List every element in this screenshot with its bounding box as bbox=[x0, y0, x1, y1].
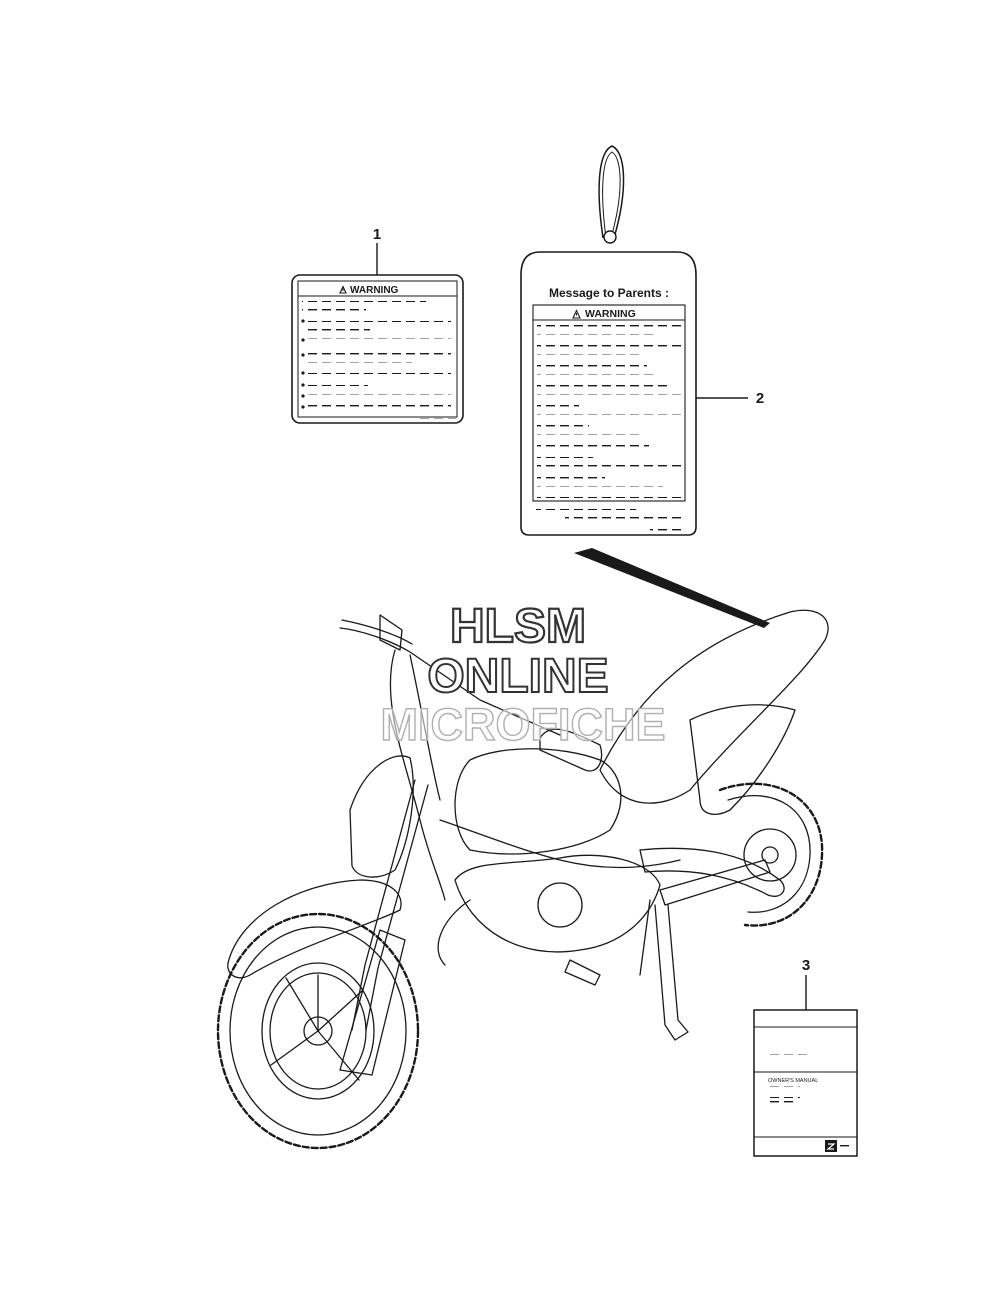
tag-string-loop bbox=[598, 145, 625, 239]
label-1-outline bbox=[291, 274, 464, 424]
rear-wheel-icon bbox=[718, 782, 824, 927]
tag-2-warning-frame bbox=[532, 304, 686, 502]
number-plate-icon bbox=[349, 755, 414, 878]
tag-string-inner bbox=[602, 151, 621, 239]
manual-model-line bbox=[770, 1054, 810, 1056]
seat-icon bbox=[599, 609, 829, 804]
watermark: HLSM ONLINE MICROFICHE bbox=[380, 599, 666, 751]
warning-triangle-icon bbox=[339, 285, 347, 294]
manual-3-title: OWNER'S MANUAL bbox=[768, 1078, 818, 1084]
footpeg-icon bbox=[564, 959, 601, 986]
label-1-text-lines bbox=[301, 299, 456, 421]
watermark-line-1: HLSM bbox=[450, 600, 586, 653]
tag-body bbox=[520, 251, 697, 536]
watermark-line-2: ONLINE bbox=[427, 650, 608, 703]
manual-text-lines bbox=[768, 1086, 800, 1103]
fork-guard-icon bbox=[339, 929, 406, 1076]
watermark-line-3: MICROFICHE bbox=[381, 699, 666, 750]
part-1-warning-label[interactable]: 1 WARNING bbox=[291, 226, 464, 424]
part-2-parent-message-tag[interactable]: Message to Parents : WARNING bbox=[520, 145, 764, 536]
tag-2-warning-header: WARNING bbox=[585, 308, 636, 320]
front-fender-icon bbox=[227, 879, 402, 979]
fuel-tank-icon bbox=[454, 748, 622, 855]
label-1-warning-header: WARNING bbox=[350, 285, 399, 296]
motorcycle-illustration bbox=[216, 609, 829, 1150]
engine-icon bbox=[454, 854, 661, 953]
exhaust-icon bbox=[639, 847, 785, 897]
clutch-lever-icon bbox=[379, 614, 403, 651]
callout-number-1: 1 bbox=[373, 226, 381, 243]
location-pointer-arrow bbox=[574, 548, 770, 628]
throttle-grip-icon bbox=[539, 728, 603, 772]
front-wheel-icon bbox=[216, 912, 420, 1150]
handlebar-icon bbox=[339, 627, 561, 736]
tag-2-footer-lines bbox=[536, 507, 685, 531]
callout-number-3: 3 bbox=[802, 957, 810, 974]
swingarm-icon bbox=[659, 859, 771, 906]
label-1-inner-frame bbox=[297, 280, 458, 418]
manual-cover bbox=[753, 1009, 858, 1157]
kickstand-icon bbox=[654, 904, 689, 1041]
part-3-owners-manual[interactable]: 3 OWNER'S MANUAL bbox=[753, 957, 858, 1157]
callout-number-2: 2 bbox=[756, 390, 764, 407]
tag-eyelet-hole bbox=[603, 230, 617, 244]
warning-triangle-icon bbox=[572, 309, 581, 319]
side-cover-icon bbox=[689, 704, 796, 815]
tag-2-text-lines bbox=[537, 324, 683, 498]
tag-2-title: Message to Parents : bbox=[549, 286, 669, 300]
